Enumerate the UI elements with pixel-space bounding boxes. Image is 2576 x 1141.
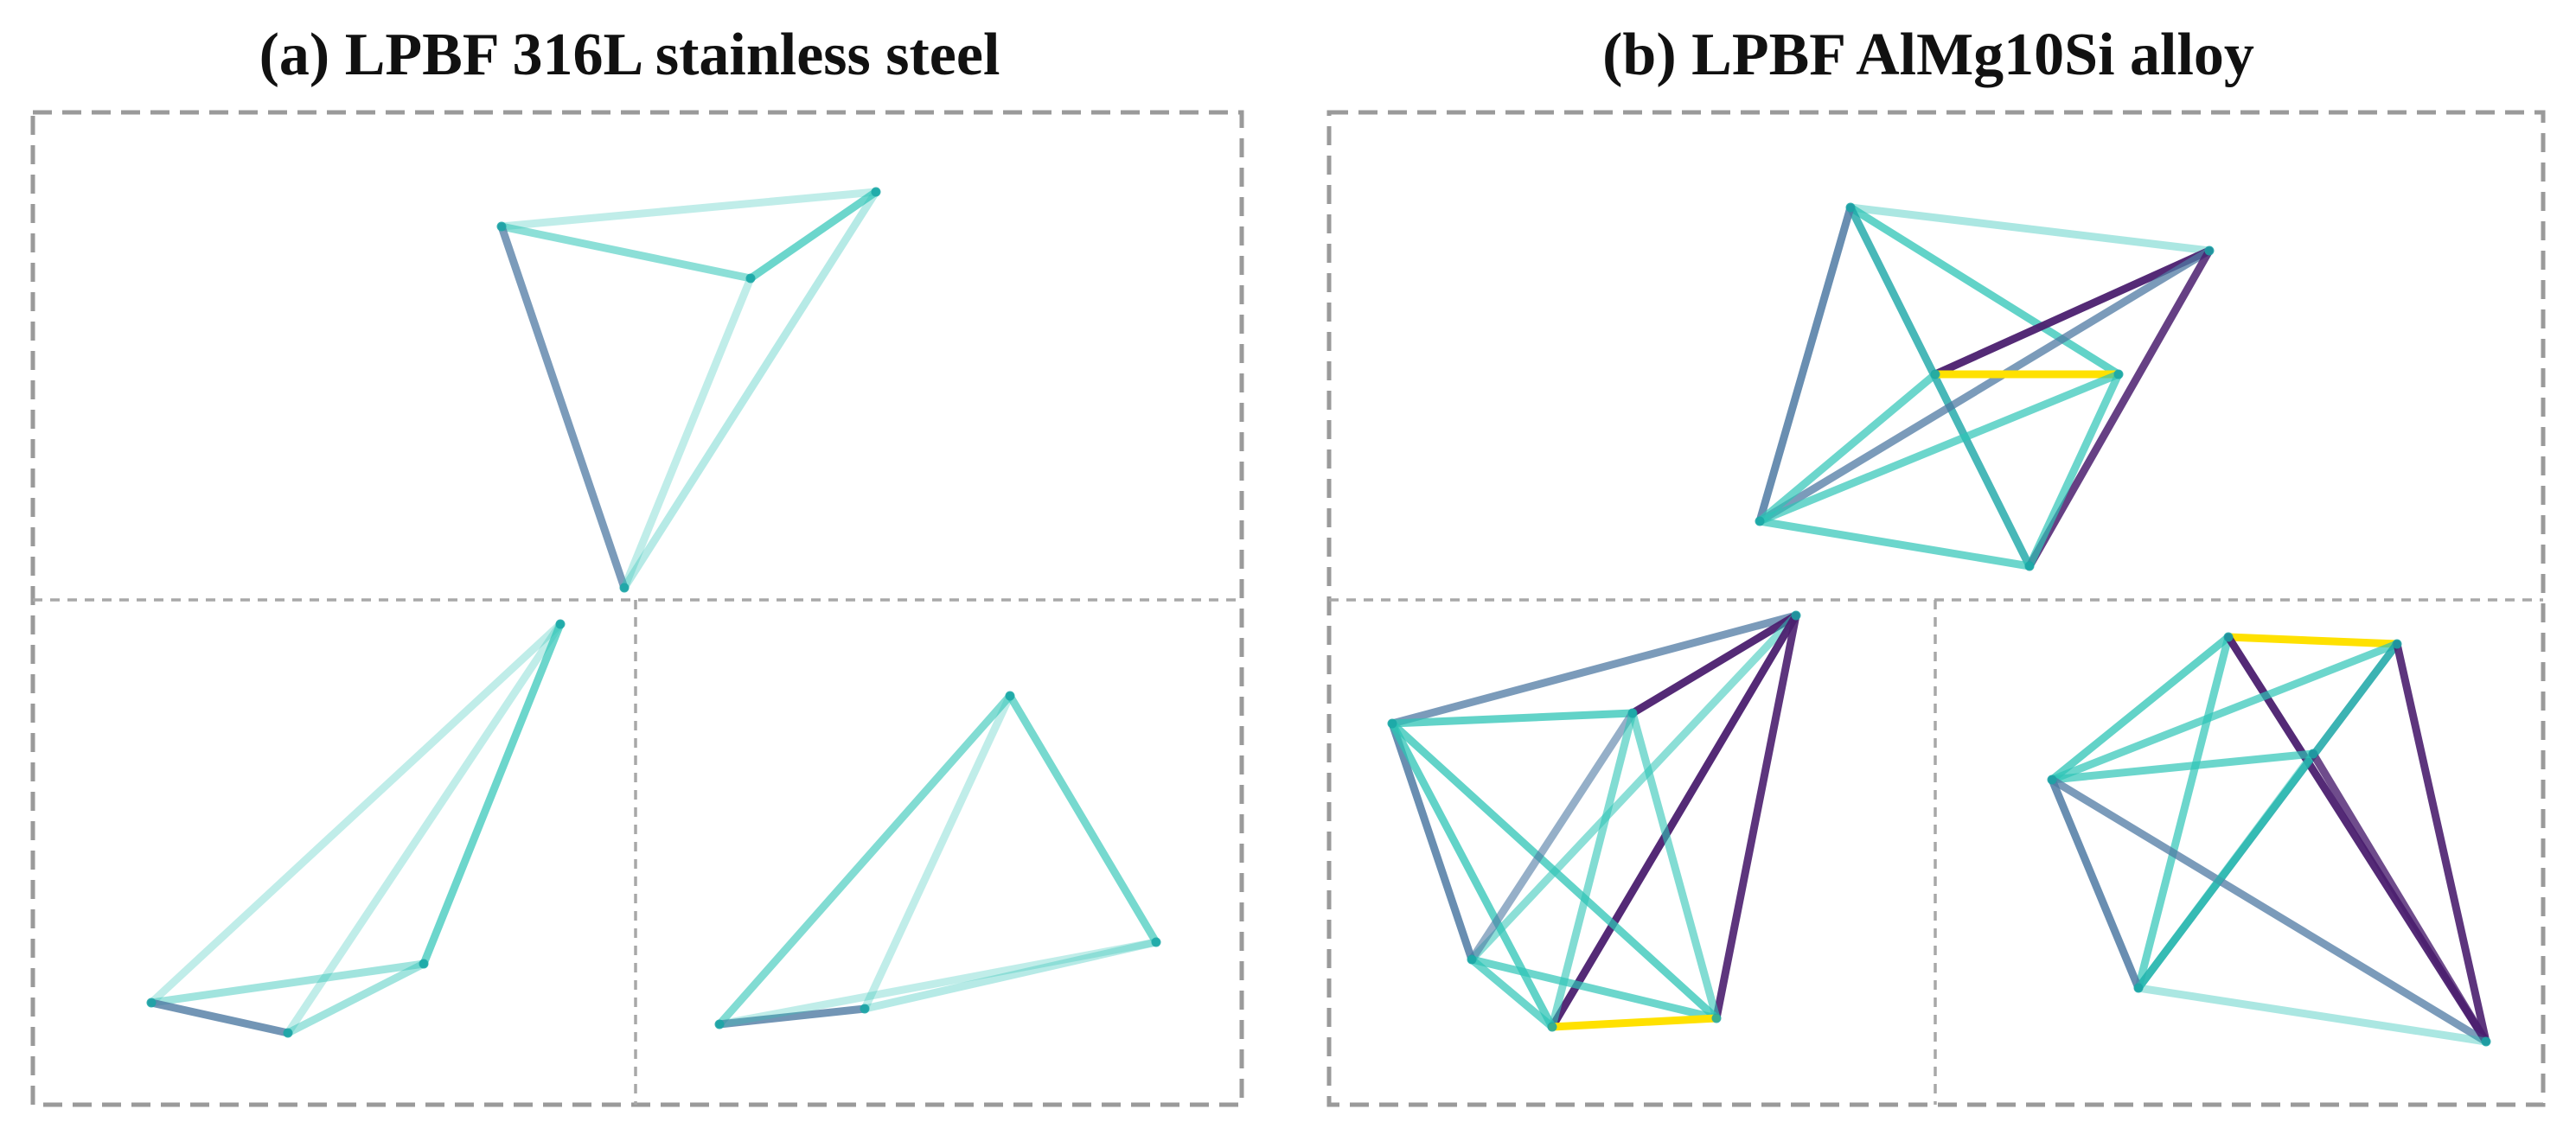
vertex: [1547, 1022, 1557, 1032]
edge: [2048, 633, 2233, 784]
edge: [1755, 370, 1940, 526]
structure-b-top: [1755, 202, 2215, 571]
edge: [1755, 246, 2214, 526]
edge: [284, 620, 565, 1037]
edge: [1628, 709, 1721, 1023]
vertex: [2133, 983, 2144, 993]
edge: [1755, 370, 2123, 526]
edge: [147, 620, 565, 1007]
panel-b-border: [1326, 110, 2546, 1107]
edge: [746, 188, 880, 283]
edge: [147, 959, 428, 1007]
panel-a-frame: [30, 110, 1244, 1107]
edge: [1931, 246, 2214, 379]
structure-b-bottom-left: [1387, 610, 1801, 1032]
vertex: [1711, 1013, 1722, 1023]
vertex: [2308, 749, 2318, 759]
edge: [497, 188, 880, 231]
edge: [2393, 640, 2490, 1046]
edge: [1388, 719, 1721, 1023]
vertex: [555, 619, 566, 629]
vertex: [496, 221, 507, 232]
edge: [497, 222, 629, 592]
vertex: [419, 959, 429, 969]
edge: [2048, 640, 2401, 784]
panel-a-title: (a) LPBF 316L stainless steel: [259, 22, 1000, 88]
edge: [2224, 633, 2401, 648]
edge: [1548, 611, 1800, 1031]
edge: [1006, 692, 1160, 947]
edge: [715, 692, 1014, 1029]
vertex: [2481, 1036, 2491, 1047]
vertex: [1755, 516, 1765, 526]
edge: [1388, 719, 1476, 964]
edge: [2048, 749, 2317, 784]
vertex: [146, 998, 157, 1008]
edge: [1467, 709, 1637, 964]
edge: [1846, 203, 2034, 570]
structure-a-top: [496, 187, 881, 593]
vertex: [1627, 708, 1638, 718]
vertex: [2024, 561, 2035, 571]
vertex: [283, 1028, 293, 1038]
edge: [1388, 611, 1800, 728]
vertex: [871, 187, 881, 197]
vertex: [860, 1004, 870, 1014]
edge: [620, 274, 755, 592]
panel-b-frame: [1326, 110, 2546, 1107]
edge: [1467, 955, 1556, 1031]
edge: [1467, 955, 1721, 1023]
edge: [1467, 611, 1800, 964]
edge: [860, 938, 1160, 1013]
edge: [2025, 370, 2123, 570]
edge: [1388, 709, 1637, 728]
edge: [1755, 517, 2034, 570]
structure-a-bottom-left: [146, 619, 566, 1038]
edge: [1712, 611, 1800, 1023]
edge: [1846, 203, 2214, 255]
edge: [1628, 611, 1800, 717]
vertex: [2204, 245, 2215, 256]
vertex: [1151, 937, 1161, 947]
vertex: [745, 273, 756, 284]
edge: [620, 188, 880, 592]
edge: [860, 692, 1014, 1013]
edge: [715, 938, 1160, 1029]
edge: [497, 222, 755, 283]
edge: [2134, 749, 2317, 992]
vertex: [2223, 632, 2234, 642]
vertex: [1791, 610, 1801, 621]
edge: [2048, 775, 2490, 1046]
panel-a-border: [30, 110, 1244, 1107]
structures-layer: [146, 187, 2491, 1047]
edge: [419, 620, 565, 968]
vertex: [1930, 369, 1940, 379]
edge: [1755, 203, 1855, 526]
vertex: [619, 583, 630, 593]
vertex: [1005, 691, 1015, 701]
vertex: [714, 1019, 725, 1029]
vertex: [2113, 369, 2124, 379]
edge: [1548, 1014, 1721, 1031]
edge: [2025, 246, 2214, 570]
edge: [284, 959, 428, 1037]
structure-b-bottom-right: [2047, 632, 2491, 1047]
edge: [2134, 633, 2233, 992]
edge: [147, 998, 292, 1037]
panel-b-title: (b) LPBF AlMg10Si alloy: [1602, 22, 2254, 88]
vertex: [1467, 954, 1477, 965]
edge: [1846, 203, 2123, 379]
edge: [2048, 775, 2143, 992]
edge: [2134, 984, 2490, 1046]
vertex: [1387, 718, 1397, 729]
edge: [715, 1004, 869, 1029]
vertex: [2047, 774, 2057, 785]
edge: [2309, 749, 2490, 1046]
edge: [1548, 709, 1637, 1031]
structure-a-bottom-right: [714, 691, 1161, 1029]
vertex: [1845, 202, 1856, 213]
vertex: [2392, 639, 2402, 649]
